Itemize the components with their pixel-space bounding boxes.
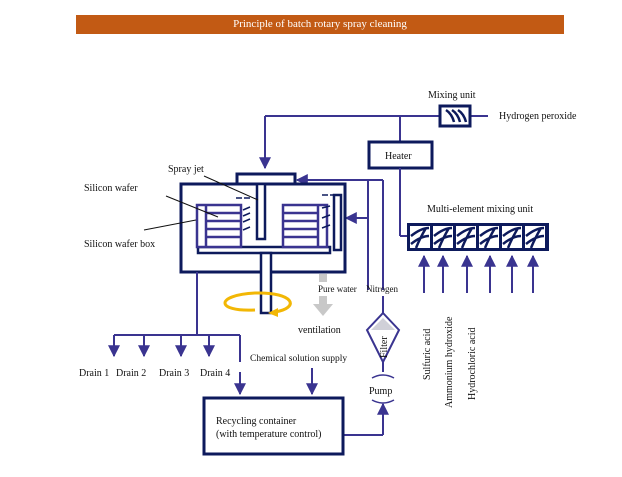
multi-element-mixing-unit xyxy=(407,223,549,251)
filter-shape xyxy=(365,311,401,365)
ventilation-arrow-icon xyxy=(313,274,333,316)
wafer-box-right xyxy=(281,203,329,249)
mixing-unit-label: Mixing unit xyxy=(428,90,476,101)
spray-jet xyxy=(255,182,267,241)
silicon-wafer-label: Silicon wafer xyxy=(84,183,138,194)
multi-element-mixing-unit-label: Multi-element mixing unit xyxy=(427,204,533,215)
nitrogen-label: Nitrogen xyxy=(366,284,398,294)
ammonium-hydroxide-label: Ammonium hydroxide xyxy=(444,316,455,408)
sulfuric-acid-label: Sulfuric acid xyxy=(422,329,433,380)
spray-jet-label: Spray jet xyxy=(168,164,204,175)
drain-1-label: Drain 1 xyxy=(79,368,109,379)
pipe-drains xyxy=(108,272,318,396)
spray-dashes xyxy=(236,194,336,231)
chemical-solution-supply-label: Chemical solution supply xyxy=(250,354,347,364)
mixing-unit xyxy=(438,104,472,128)
pump-top xyxy=(371,374,395,379)
recycling-container-label-1: Recycling container xyxy=(216,416,297,427)
pipe-top xyxy=(259,115,488,170)
label-pointers xyxy=(143,175,259,231)
drain-2-label: Drain 2 xyxy=(116,368,146,379)
heater-box xyxy=(367,140,434,170)
drain-4-label: Drain 4 xyxy=(200,368,230,379)
chemical-inlet-arrows xyxy=(418,254,539,293)
recycling-container xyxy=(202,396,345,456)
pump-label: Pump xyxy=(369,386,392,397)
pipe-filter-pump xyxy=(343,296,389,436)
silicon-wafer-box-label: Silicon wafer box xyxy=(84,239,155,250)
rotation-shaft xyxy=(259,251,273,315)
heater-label: Heater xyxy=(385,151,412,162)
diagram-title: Principle of batch rotary spray cleaning xyxy=(76,15,564,34)
hydrogen-peroxide-label: Hydrogen peroxide xyxy=(499,111,577,122)
pump-bottom xyxy=(371,399,395,404)
hydrochloric-acid-label: Hydrochloric acid xyxy=(467,328,478,400)
rotation-arrow-icon xyxy=(223,291,292,317)
filter-label: Filter xyxy=(379,336,390,358)
drain-3-label: Drain 3 xyxy=(159,368,189,379)
recycling-container-label-2: (with temperature control) xyxy=(216,429,322,440)
ventilation-label: ventilation xyxy=(298,325,341,336)
pure-water-label: Pure water xyxy=(318,284,357,294)
